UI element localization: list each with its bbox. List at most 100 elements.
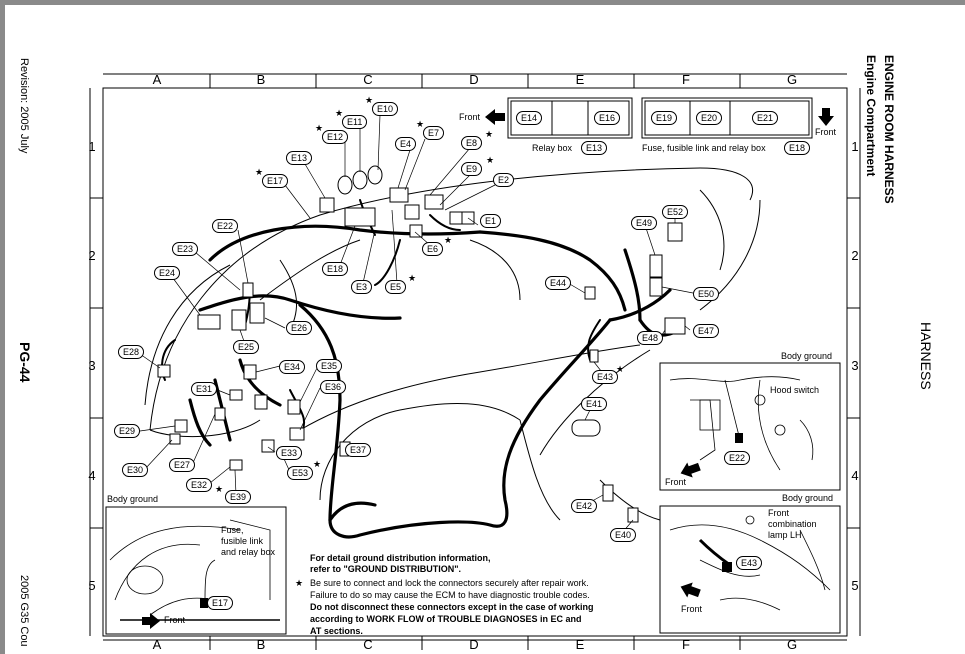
col-label-f-top: F xyxy=(682,72,690,87)
connector-e26: E26 xyxy=(286,321,313,335)
connector-e17: E17 xyxy=(262,174,289,188)
connector-e50: E50 xyxy=(693,287,720,301)
connector-e13: E13 xyxy=(286,151,313,165)
connector-e6: E6 xyxy=(422,242,444,256)
row-label-1-right: 1 xyxy=(851,139,859,154)
inset-right-top-frame xyxy=(659,362,841,491)
star-e12: ★ xyxy=(315,123,324,133)
col-label-g-bottom: G xyxy=(786,637,798,652)
inset-right-top-title: Body ground xyxy=(781,351,833,361)
connector-e35: E35 xyxy=(316,359,343,373)
note-line-6: according to WORK FLOW of TROUBLE DIAGNO… xyxy=(310,614,582,624)
note-line-7: AT sections. xyxy=(310,626,363,636)
col-label-f-bottom: F xyxy=(682,637,690,652)
note-line-5: Do not disconnect these connectors excep… xyxy=(310,602,594,612)
connector-e48: E48 xyxy=(637,331,664,345)
connector-e29: E29 xyxy=(114,424,141,438)
grid-frame xyxy=(102,87,848,637)
connector-e18-caption: E18 xyxy=(784,141,811,155)
connector-e16: E16 xyxy=(594,111,621,125)
window-frame-top xyxy=(0,0,965,5)
row-label-5-right: 5 xyxy=(851,578,859,593)
connector-e23: E23 xyxy=(172,242,199,256)
inset-left-connector-e17: E17 xyxy=(207,596,234,610)
leader-lines xyxy=(139,114,694,534)
connector-e31: E31 xyxy=(191,382,218,396)
col-label-e-bottom: E xyxy=(575,637,585,652)
connector-e34: E34 xyxy=(279,360,306,374)
star-e39: ★ xyxy=(215,484,224,494)
inset-right-bottom-label-1: Front xyxy=(768,508,790,518)
connector-e3: E3 xyxy=(351,280,373,294)
row-label-3-right: 3 xyxy=(851,358,859,373)
fuse-front-label: Front xyxy=(815,127,837,137)
connector-e9: E9 xyxy=(461,162,483,176)
connector-e53: E53 xyxy=(287,466,314,480)
star-e5: ★ xyxy=(408,273,417,283)
inset-left-label-3: and relay box xyxy=(221,547,276,557)
relay-front-label: Front xyxy=(459,112,481,122)
note-line-1: For detail ground distribution informati… xyxy=(310,553,491,563)
star-e53: ★ xyxy=(313,459,322,469)
row-label-4-right: 4 xyxy=(851,468,859,483)
connector-e43: E43 xyxy=(592,370,619,384)
inset-right-bottom-sketch xyxy=(669,515,831,611)
col-label-c-bottom: C xyxy=(363,637,373,652)
connector-e18: E18 xyxy=(322,262,349,276)
col-label-b-bottom: B xyxy=(256,637,266,652)
connector-e4: E4 xyxy=(395,137,417,151)
row-label-2-right: 2 xyxy=(851,248,859,263)
fuse-front-arrow xyxy=(818,108,834,126)
fuse-box-outline xyxy=(641,97,813,139)
inset-right-bottom-title: Body ground xyxy=(782,493,834,503)
inset-left-label-1: Fuse, xyxy=(221,525,244,535)
connector-e52: E52 xyxy=(662,205,689,219)
connector-e21: E21 xyxy=(752,111,779,125)
connector-e37: E37 xyxy=(345,443,372,457)
row-label-3-left: 3 xyxy=(88,358,96,373)
connector-e41: E41 xyxy=(581,397,608,411)
col-label-a-bottom: A xyxy=(152,637,162,652)
connector-e39: E39 xyxy=(225,490,252,504)
window-frame-left xyxy=(0,0,5,654)
connector-e32: E32 xyxy=(186,478,213,492)
inset-left-sketch xyxy=(109,519,271,616)
row-label-1-left: 1 xyxy=(88,139,96,154)
component-blocks xyxy=(157,165,686,523)
row-label-4-left: 4 xyxy=(88,468,96,483)
fuse-box-caption: Fuse, fusible link and relay box xyxy=(642,143,766,153)
connector-e19: E19 xyxy=(651,111,678,125)
inset-right-top-front: Front xyxy=(665,477,687,487)
col-label-b-top: B xyxy=(256,72,266,87)
col-label-g-top: G xyxy=(786,72,798,87)
connector-e27: E27 xyxy=(169,458,196,472)
inset-right-top-front-arrow xyxy=(680,462,701,478)
relay-box-outline xyxy=(507,97,633,139)
note-line-4: Failure to do so may cause the ECM to ha… xyxy=(310,590,590,600)
column-ticks xyxy=(209,74,741,650)
inset-right-bottom-label-2: combination xyxy=(768,519,817,529)
inset-right-bottom-front-arrow xyxy=(680,582,701,598)
inset-right-bottom-connector-e43: E43 xyxy=(736,556,763,570)
col-label-d-top: D xyxy=(469,72,479,87)
connector-e11: E11 xyxy=(342,115,368,129)
star-e8: ★ xyxy=(485,129,494,139)
relay-box-caption: Relay box xyxy=(532,143,573,153)
connector-e22: E22 xyxy=(212,219,239,233)
star-e43: ★ xyxy=(616,364,625,374)
connector-e10: E10 xyxy=(372,102,399,116)
inset-right-top-connector-e22: E22 xyxy=(724,451,751,465)
inset-right-bottom-front: Front xyxy=(681,604,703,614)
star-e17: ★ xyxy=(255,167,264,177)
star-e10: ★ xyxy=(365,95,374,105)
inset-right-bottom-label-3: lamp LH xyxy=(768,530,802,540)
connector-e12: E12 xyxy=(322,130,349,144)
connector-e7: E7 xyxy=(423,126,445,140)
connector-e1: E1 xyxy=(480,214,502,228)
hood-switch-label: Hood switch xyxy=(770,385,820,395)
inset-left-title: Body ground xyxy=(107,494,159,504)
star-e9: ★ xyxy=(486,155,495,165)
connector-e47: E47 xyxy=(693,324,720,338)
col-label-c-top: C xyxy=(363,72,373,87)
inset-left-front: Front xyxy=(164,615,186,625)
